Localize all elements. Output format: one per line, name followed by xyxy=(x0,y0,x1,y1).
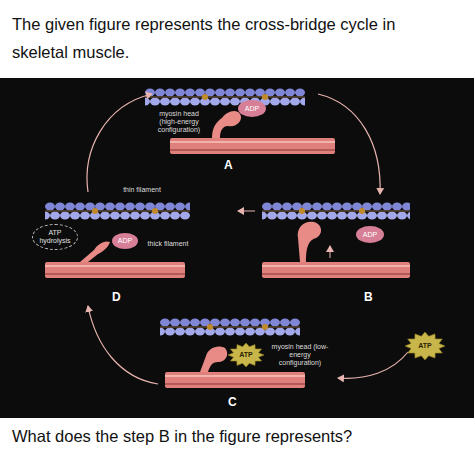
part-label: thick filament xyxy=(142,240,194,248)
adp-molecule: ADP xyxy=(356,226,384,243)
thick-filament xyxy=(262,262,410,278)
thin-filament xyxy=(45,202,190,220)
figure-background xyxy=(0,78,474,418)
thin-filament xyxy=(262,202,410,220)
myosin-head xyxy=(212,111,241,138)
atp-arrow xyxy=(338,352,408,378)
cycle-arrow xyxy=(88,306,158,384)
step-letter: C xyxy=(228,395,237,409)
cycle-arrow xyxy=(87,94,152,192)
burst-shape xyxy=(405,332,445,360)
atp-burst: ATP xyxy=(405,332,445,360)
adp-molecule: ADP xyxy=(112,233,138,249)
thin-filament xyxy=(160,318,300,336)
node-text: ADP xyxy=(363,231,377,239)
node-text: ATP xyxy=(239,351,252,359)
part-label: myosin head (high-energy configuration) xyxy=(150,110,208,134)
thick-filament xyxy=(45,262,185,278)
part-label: myosin head (low-energy configuration) xyxy=(270,343,330,367)
node-text: ADP xyxy=(245,105,259,113)
hydrolysis-oval: ATP hydrolysis xyxy=(32,224,78,250)
atp-burst: ATP xyxy=(228,343,264,367)
question-caption: What does the step B in the figure repre… xyxy=(12,422,467,450)
figure-title: The given figure represents the cross-br… xyxy=(12,10,452,66)
cycle-arrow xyxy=(318,94,380,194)
thin-filament xyxy=(145,88,305,106)
thick-filament xyxy=(170,138,335,154)
step-letter: A xyxy=(224,158,233,172)
motion-arrow xyxy=(330,246,331,258)
part-label: thin filament xyxy=(116,186,168,194)
thick-filament xyxy=(165,372,305,388)
node-text: ATP hydrolysis xyxy=(36,229,74,245)
burst-shape xyxy=(228,343,264,367)
step-letter: B xyxy=(364,290,373,304)
step-letter: D xyxy=(112,290,121,304)
myosin-head xyxy=(298,222,321,262)
sliding-arrow xyxy=(238,211,255,212)
myosin-head xyxy=(80,241,110,262)
node-text: ADP xyxy=(118,237,132,245)
myosin-head xyxy=(200,346,227,372)
node-text: ATP xyxy=(418,342,431,350)
adp-molecule: ADP xyxy=(238,100,266,117)
